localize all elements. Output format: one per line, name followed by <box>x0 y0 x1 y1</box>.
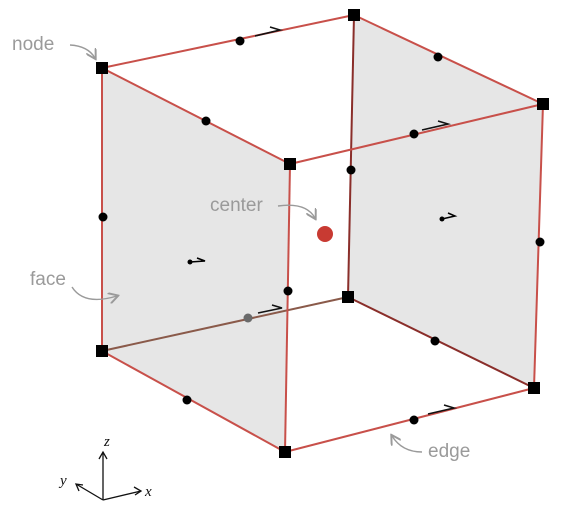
left-face <box>102 68 290 452</box>
right-face <box>348 15 543 388</box>
edge-back-vertical <box>347 14 355 298</box>
edge-back-bottom-right <box>347 296 535 389</box>
edge-front-vertical <box>284 163 291 453</box>
edge-back-bottom-left <box>101 296 349 352</box>
edge-top-left <box>101 67 291 165</box>
edge-midpoint-icon <box>346 165 356 175</box>
edge-midpoint-icon <box>201 116 211 126</box>
x-axis-label: x <box>144 484 152 500</box>
y-axis-label: y <box>58 473 67 489</box>
face-label: face <box>30 269 66 290</box>
node-marker-icon <box>537 98 549 110</box>
orientation-half-arrow-icon <box>254 26 284 37</box>
face-center-icon <box>187 257 206 265</box>
edge-top-right <box>353 14 544 105</box>
node-label: node <box>12 34 54 55</box>
z-axis-label: z <box>103 434 110 450</box>
node-marker-icon <box>348 9 360 21</box>
orientation-half-arrow-icon <box>257 304 283 314</box>
center-annotation-arrow <box>277 204 315 218</box>
node-marker-icon <box>96 62 108 74</box>
node-marker-icon <box>96 345 108 357</box>
edge-midpoint-icon <box>433 52 443 62</box>
edge-midpoint-icon <box>535 237 545 247</box>
edge-midpoint-icon <box>430 336 440 346</box>
orientation-half-arrow-icon <box>421 120 452 131</box>
node-marker-icon <box>342 291 354 303</box>
edge-midpoint-icon <box>283 286 293 296</box>
face-annotation-arrow <box>71 286 117 299</box>
center-label: center <box>210 195 263 216</box>
node-annotation-arrow <box>69 44 95 58</box>
edge-midpoint-icon <box>98 212 108 222</box>
node-marker-icon <box>279 446 291 458</box>
edge-midpoint-icon <box>235 36 245 46</box>
orientation-half-arrow-icon <box>427 404 458 415</box>
edge-annotation-arrow <box>392 436 423 453</box>
coordinate-axes <box>74 450 143 501</box>
node-marker-icon <box>284 158 296 170</box>
edge-top-back <box>101 14 355 69</box>
face-center-icon <box>439 212 458 222</box>
edge-midpoint-icon <box>182 395 192 405</box>
edge-midpoint-icon <box>409 129 419 139</box>
edge-bottom-left <box>101 350 286 453</box>
edge-midpoint-icon <box>409 415 419 425</box>
edge-label: edge <box>428 441 470 462</box>
hidden-edge-midpoint-icon <box>243 313 253 323</box>
node-marker-icon <box>528 382 540 394</box>
center-marker-icon <box>317 226 333 242</box>
